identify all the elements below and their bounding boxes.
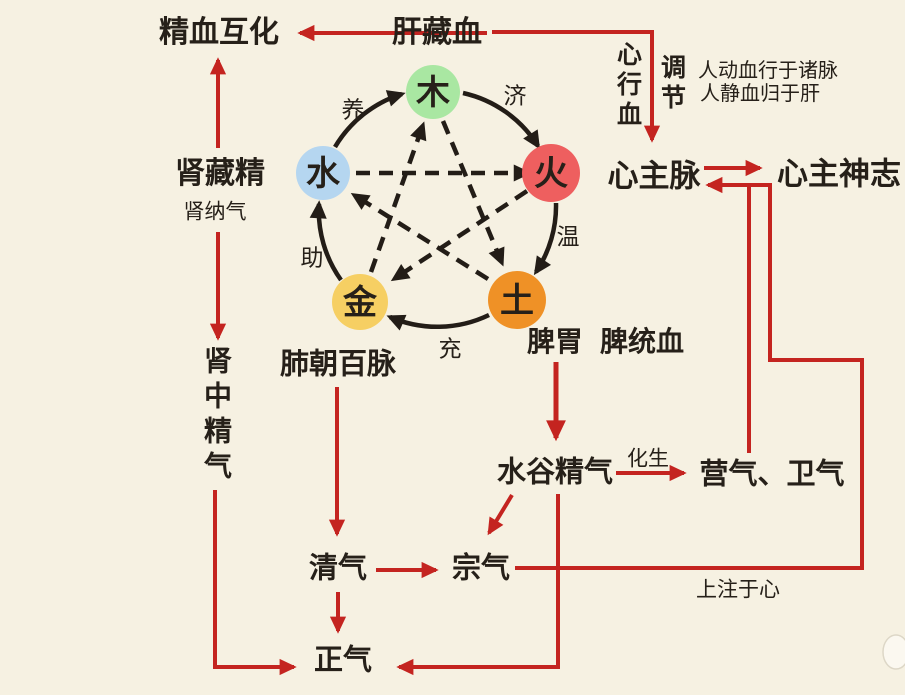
- watermark: [882, 634, 905, 670]
- element-fire-label: 火: [534, 155, 568, 193]
- label-ancestral-qi: 宗气: [451, 552, 511, 585]
- arrow-kidney-essence-qi-to-upright-qi: [213, 490, 297, 676]
- label-upright-qi: 正气: [313, 644, 373, 677]
- label-kidney-receives-qi: 肾纳气: [183, 200, 247, 224]
- line-ancestral-qi-to-heart: [515, 187, 864, 570]
- element-wood-label: 木: [415, 74, 450, 112]
- arrow-liver-to-heart-vessels: [492, 30, 661, 143]
- label-lung-faces-vessels: 肺朝百脉: [279, 348, 397, 381]
- arrow-metal-controls-wood: [368, 121, 427, 273]
- element-fire-circle: [522, 144, 580, 202]
- arrow-wood-to-fire: [462, 90, 541, 150]
- arrow-earth-to-metal: [386, 312, 490, 331]
- arrow-fire-controls-metal: [390, 189, 529, 282]
- arrow-earth-controls-water: [350, 192, 490, 281]
- element-water-circle: [296, 146, 350, 200]
- label-heart-moves-blood: 心行血: [613, 41, 642, 131]
- arrow-wood-controls-earth: [440, 120, 505, 267]
- arc-label-fill: 充: [438, 335, 462, 362]
- label-heart-governs-vessels: 心主脉: [607, 158, 701, 194]
- label-kidney-stores-essence: 肾藏精: [175, 157, 265, 190]
- element-water-label: 水: [306, 155, 341, 193]
- element-metal-label: 金: [342, 283, 378, 322]
- label-food-essence-qi: 水谷精气: [496, 456, 614, 489]
- label-heart-governs-spirit: 心主神志: [777, 156, 901, 192]
- label-clear-qi: 清气: [308, 552, 368, 585]
- element-wood-circle: [406, 65, 460, 119]
- arrow-water-to-wood: [333, 90, 406, 149]
- note-still-blood: 人静血归于肝: [700, 83, 820, 105]
- label-kidney-essence-qi: 肾中精气: [201, 346, 232, 486]
- arrow-food-qi-to-upright-qi: [396, 494, 560, 676]
- note-moving-blood: 人动血行于诸脉: [698, 60, 838, 82]
- arc-label-assist: 助: [300, 244, 324, 271]
- label-spleen-controls-blood: 脾统血: [599, 326, 685, 357]
- label-transforms: 化生: [627, 447, 669, 471]
- arc-label-aid: 济: [503, 82, 527, 109]
- label-spleen-stomach: 脾胃: [526, 326, 584, 357]
- arrow-metal-to-water: [309, 200, 343, 282]
- arrow-food-qi-to-ancestral-qi: [487, 493, 514, 536]
- label-essence-blood-interchange: 精血互化: [159, 16, 279, 49]
- element-earth-label: 土: [500, 282, 534, 320]
- label-regulation: 调节: [657, 54, 686, 114]
- label-pours-into-heart: 上注于心: [696, 578, 780, 602]
- arrow-fire-to-earth: [533, 202, 559, 276]
- arc-label-warm: 温: [556, 223, 580, 250]
- arc-label-nourish: 养: [341, 96, 365, 123]
- label-liver-stores-blood: 肝藏血: [392, 16, 482, 49]
- element-earth-circle: [488, 271, 546, 329]
- element-metal-circle: [332, 274, 388, 330]
- label-ying-wei-qi: 营气、卫气: [699, 458, 845, 491]
